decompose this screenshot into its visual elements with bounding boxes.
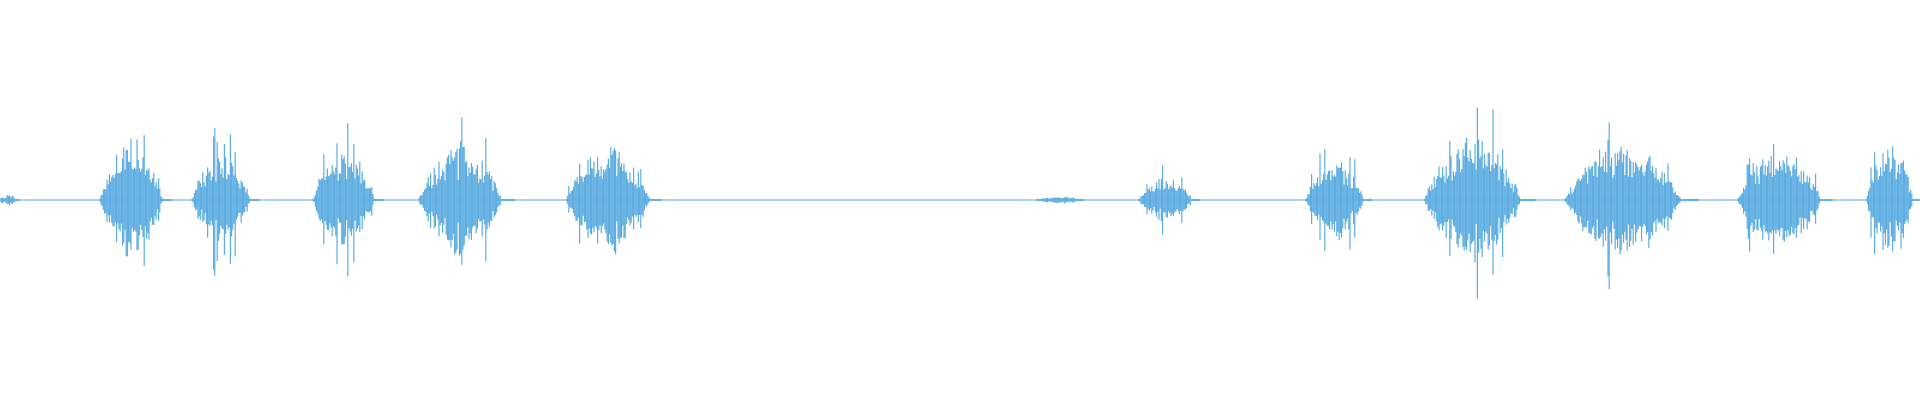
waveform-segment	[1423, 107, 1536, 299]
waveform-segment	[0, 194, 20, 206]
waveform-segment	[312, 123, 385, 277]
waveform-segment	[418, 117, 516, 265]
waveform-lines	[0, 107, 1920, 299]
waveform-segment	[1137, 165, 1201, 235]
waveform-segment	[1736, 144, 1834, 254]
waveform-segment	[565, 147, 662, 255]
waveform-segment	[1564, 122, 1699, 290]
waveform-segment	[191, 128, 260, 276]
waveform-segment	[1036, 197, 1085, 204]
waveform-segment	[1304, 148, 1373, 251]
waveform-segment	[1865, 146, 1920, 255]
waveform-segment	[99, 135, 173, 267]
